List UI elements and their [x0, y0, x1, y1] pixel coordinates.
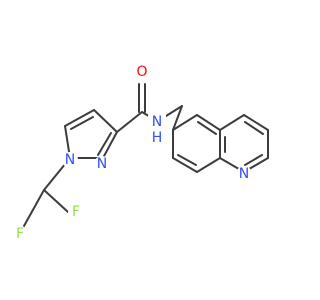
pyrazole-n2-label: N [97, 156, 107, 172]
bond-c5-c4-double [70, 116, 94, 130]
atom-amide-nh: N H [148, 114, 166, 146]
atom-fluorine-2: F [68, 204, 84, 220]
bond-c3-n2-double [97, 132, 112, 156]
bond-q-c6-c5 [172, 114, 198, 131]
amide-hydrogen-label: H [152, 130, 163, 146]
bond-c3-carbonyl [116, 111, 143, 133]
bond-q-c8-c7 [172, 157, 198, 173]
atom-fluorine-1: F [12, 226, 28, 242]
atom-pyrazole-n1: N [62, 152, 78, 168]
quinoline-nitrogen-label: N [239, 166, 249, 182]
bond-chf2-f1 [23, 189, 45, 227]
bond-q-c5-c4a [196, 114, 221, 131]
fluorine-2-label: F [72, 204, 80, 220]
bond-q-c2-n1-double [244, 154, 263, 166]
bond-c4-c3 [93, 109, 118, 133]
atom-pyrazole-n2: N [94, 156, 110, 172]
amide-nitrogen-label: N [152, 114, 162, 130]
pyrazole-n1-label: N [65, 152, 75, 168]
bond-q-c5-c4a-double [197, 121, 217, 135]
oxygen-label: O [136, 64, 147, 80]
bond-c3-n2 [102, 131, 118, 159]
bond-chf2-f2 [43, 189, 69, 213]
bond-q-c4-c3 [243, 114, 269, 131]
atom-oxygen: O [134, 64, 150, 80]
bond-c5-c4 [64, 109, 95, 127]
bond-q-c4-c3-double [244, 121, 264, 135]
molecule-structure-diagram: O N H N N N F F [12, 64, 269, 242]
atom-label-layer: O N H N N N F F [12, 64, 252, 242]
bond-q-c8-c7-double [177, 154, 197, 166]
bond-q-c4a-c4 [219, 114, 245, 131]
bond-ch2-c6 [172, 105, 183, 131]
fluorine-1-label: F [16, 226, 24, 242]
bond-layer [23, 83, 269, 227]
atom-quinoline-n: N [236, 166, 252, 182]
bond-q-c8a-c8 [196, 157, 221, 173]
